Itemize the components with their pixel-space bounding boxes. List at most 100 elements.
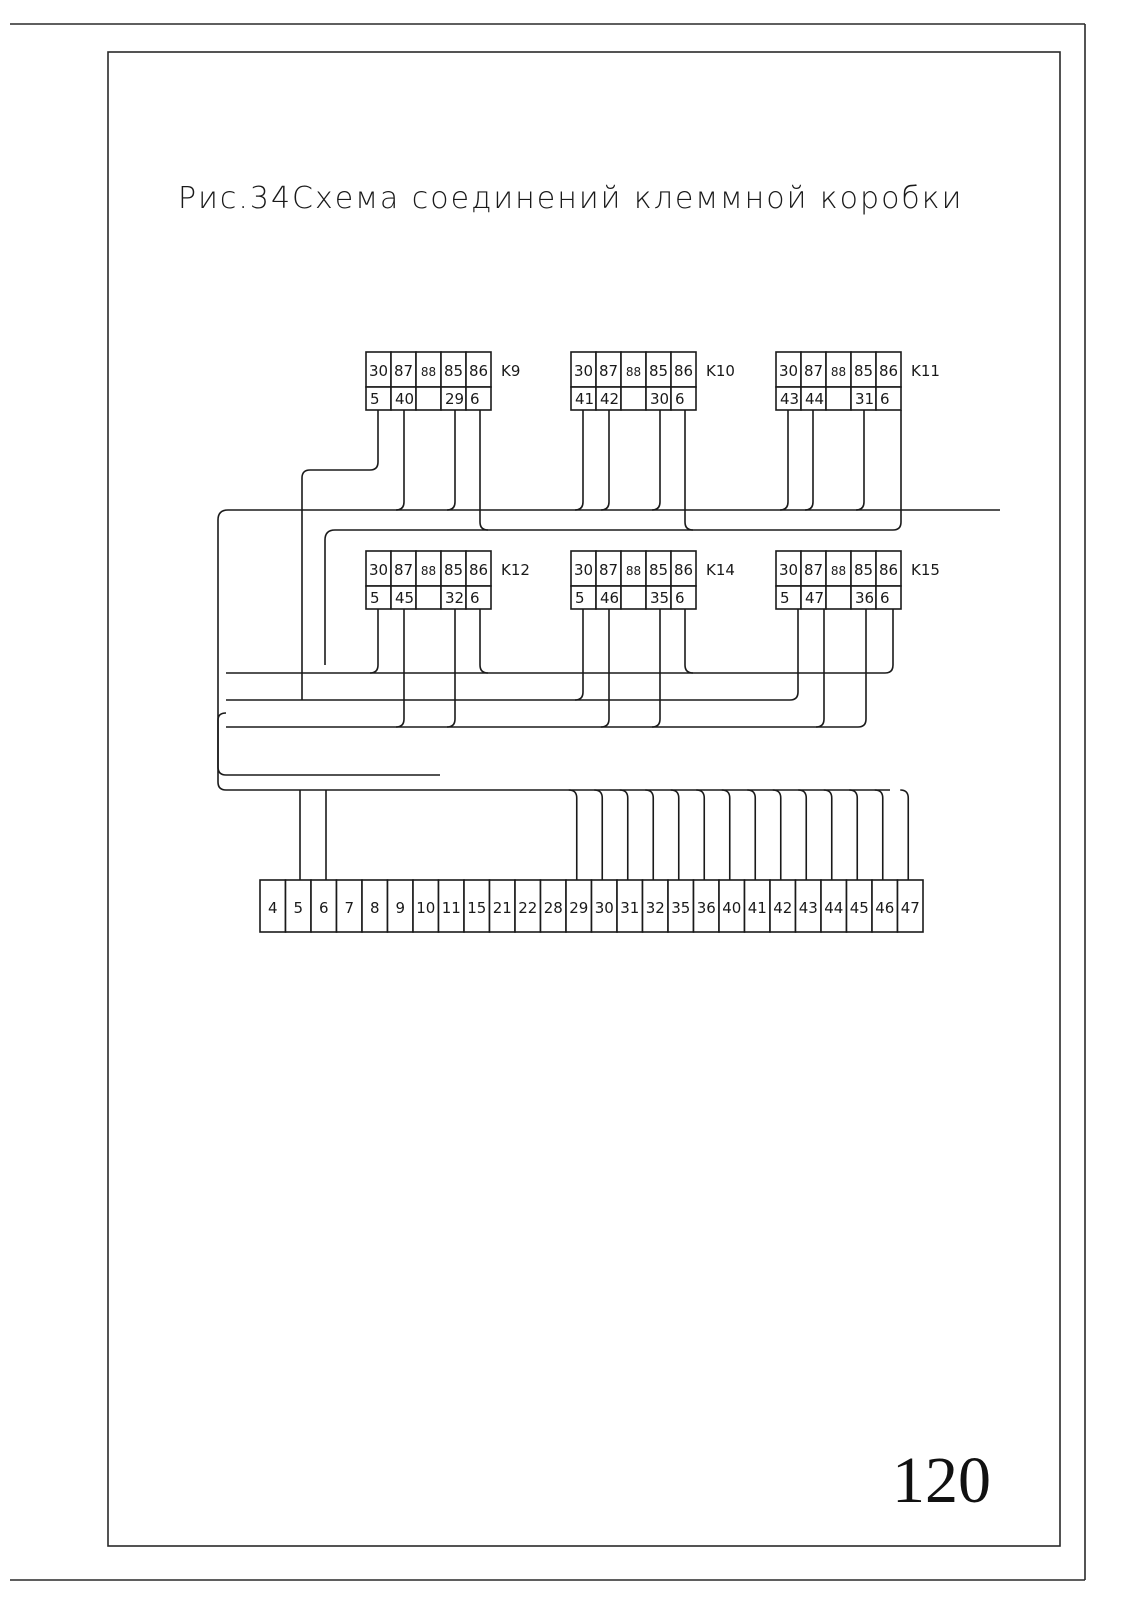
terminal-cell [794,879,822,933]
relay-top-pin: 87 [599,561,618,579]
relay-bottom-cell [415,386,442,411]
relay-top-pin: 88 [831,564,846,578]
wire [772,789,782,880]
relay-top-pin: 30 [574,362,593,380]
wire [594,789,604,880]
relay-top-pin: 87 [804,561,823,579]
terminal-cell [590,879,618,933]
wire [855,410,865,511]
terminal-label: 15 [467,899,486,917]
relay-bottom-pin: 43 [780,390,799,408]
relay-top-pin: 86 [674,561,693,579]
relay-bottom-pin: 6 [880,390,890,408]
relay-top-pin: 87 [804,362,823,380]
wire [574,410,584,511]
wire [849,789,859,880]
terminal-label: 11 [442,899,461,917]
terminal-cell [896,879,924,933]
wire [874,789,884,880]
relay-top-pin: 87 [394,561,413,579]
wire [651,609,661,728]
wire [226,609,799,701]
relay-top-cell [875,550,902,587]
wire [217,509,1000,776]
relay-top-pin: 86 [469,561,488,579]
relay-bottom-pin: 5 [575,589,585,607]
wire [747,789,757,880]
wire [217,712,227,745]
terminal-cell [539,879,567,933]
relay-top-cell [440,550,467,587]
terminal-cell [412,879,440,933]
terminal-label: 31 [620,899,639,917]
wire [395,609,405,728]
relay-top-pin: 86 [879,362,898,380]
terminal-cell [310,879,338,933]
wire [684,609,694,674]
relay-bottom-pin: 47 [805,589,824,607]
relay-bottom-pin: 6 [880,589,890,607]
relay-bottom-pin: 46 [600,589,619,607]
wire [823,789,833,880]
relay-bottom-pin: 5 [370,390,380,408]
terminal-cell [335,879,363,933]
relay-bottom-pin: 29 [445,390,464,408]
wire [479,410,489,531]
wire-harness [217,410,1000,880]
terminal-label: 5 [293,899,303,917]
terminal-label: 32 [646,899,665,917]
relay-bottom-pin: 32 [445,589,464,607]
terminal-cell [769,879,797,933]
wire [446,609,456,728]
relay-top-cell [645,550,672,587]
relay-bottom-pin: 42 [600,390,619,408]
relay-top-pin: 85 [854,561,873,579]
wire [479,609,489,674]
terminal-label: 46 [875,899,894,917]
relay-top-cell [825,550,852,587]
wire [721,789,731,880]
relay-top-pin: 30 [574,561,593,579]
relay-top-pin: 30 [369,561,388,579]
relay-bottom-cell [825,386,852,411]
relay-bottom-cell [415,585,442,610]
wire [568,789,578,880]
relay-label: K12 [501,561,530,579]
wire [324,410,902,665]
relay-top-pin: 30 [779,561,798,579]
terminal-label: 10 [416,899,435,917]
relay-bottom-pin: 31 [855,390,874,408]
relay-top-cell [850,550,877,587]
relay-top-pin: 88 [421,365,436,379]
terminal-label: 35 [671,899,690,917]
wire [670,789,680,880]
terminal-cell [488,879,516,933]
terminal-cell [820,879,848,933]
terminal-label: 4 [268,899,278,917]
terminal-label: 40 [722,899,741,917]
terminal-cell [667,879,695,933]
terminal-label: 30 [595,899,614,917]
relay-label: K9 [501,362,520,380]
wire [301,410,379,700]
relay-bottom-cell [465,585,492,610]
terminal-label: 22 [518,899,537,917]
terminal-cell [743,879,771,933]
relay-top-cell [800,351,827,388]
terminal-cell [259,879,287,933]
terminal-label: 9 [395,899,405,917]
relay-top-pin: 86 [469,362,488,380]
terminal-label: 42 [773,899,792,917]
relay-bottom-pin: 6 [470,589,480,607]
relay-bottom-pin: 30 [650,390,669,408]
wire [369,609,379,674]
relay-bottom-cell [825,585,852,610]
terminal-label: 41 [748,899,767,917]
relay-bottom-pin: 6 [470,390,480,408]
wire [619,789,629,880]
